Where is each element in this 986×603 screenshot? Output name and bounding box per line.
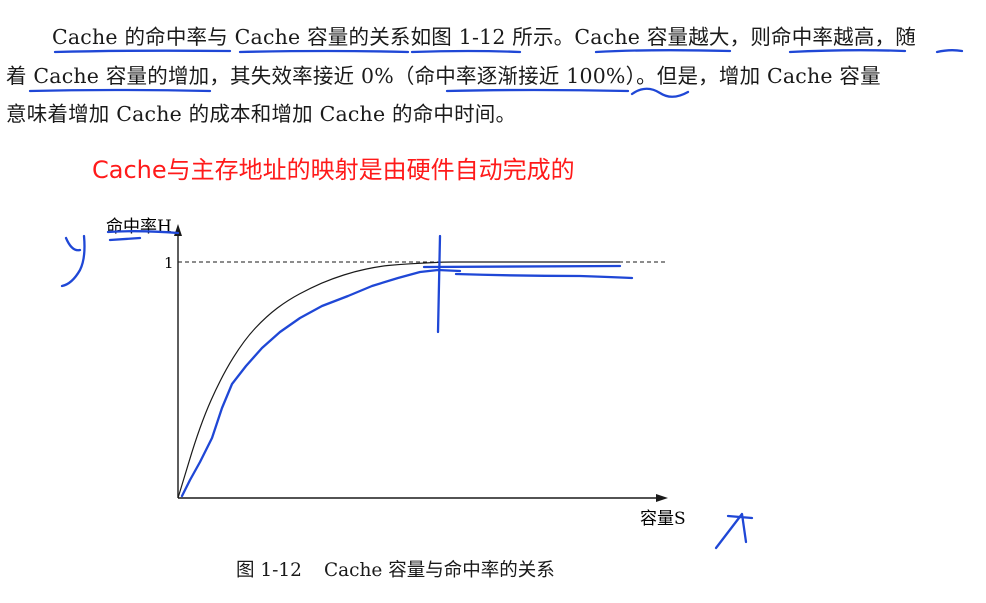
figure-caption: 图 1-12 Cache 容量与命中率的关系	[236, 556, 555, 582]
paragraph-line-1: Cache 的命中率与 Cache 容量的关系如图 1-12 所示。Cache …	[52, 25, 916, 49]
red-annotation-note: Cache与主存地址的映射是由硬件自动完成的	[92, 156, 575, 184]
y-tick-label: 1	[164, 254, 174, 272]
body-paragraph: Cache 的命中率与 Cache 容量的关系如图 1-12 所示。Cache …	[6, 18, 971, 134]
y-axis-label: 命中率H	[106, 217, 172, 237]
x-axis-label: 容量S	[640, 509, 686, 529]
x-axis-arrow	[656, 494, 668, 502]
y-axis-arrow	[174, 224, 182, 236]
paragraph-line-3: 意味着增加 Cache 的成本和增加 Cache 的命中时间。	[6, 102, 517, 126]
caption-text: Cache 容量与命中率的关系	[323, 560, 555, 581]
caption-number: 图 1-12	[236, 560, 302, 581]
hit-rate-curve	[177, 261, 620, 499]
paragraph-line-2: 着 Cache 容量的增加，其失效率接近 0%（命中率逐渐接近 100%）。但是…	[6, 63, 881, 88]
